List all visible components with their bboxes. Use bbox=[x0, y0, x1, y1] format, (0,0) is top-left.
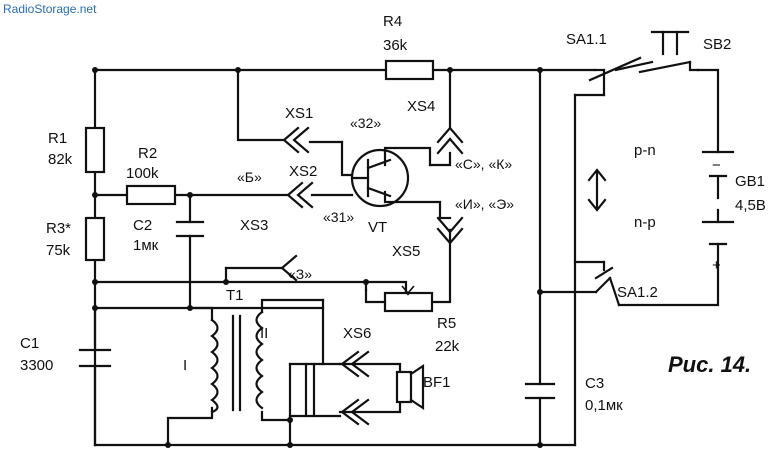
xs2-ref: XS2 bbox=[289, 163, 317, 180]
c3-value: 0,1мк bbox=[585, 397, 623, 414]
xs4-jack bbox=[428, 126, 464, 167]
c1-ref: C1 bbox=[20, 335, 39, 352]
sb2-ref: SB2 bbox=[703, 36, 731, 53]
xs5-jack bbox=[436, 216, 464, 245]
gb1-battery bbox=[701, 150, 735, 267]
r2-value: 100k bbox=[126, 165, 159, 182]
r2-resistor bbox=[125, 184, 177, 206]
polarity-lower: n-p bbox=[634, 214, 656, 231]
r4-value: 36k bbox=[383, 37, 408, 54]
bf1-ref: BF1 bbox=[423, 374, 451, 391]
sb2-button bbox=[638, 30, 700, 74]
polarity-arrow bbox=[587, 168, 607, 212]
c2-capacitor bbox=[175, 220, 205, 238]
sa1-1-switch bbox=[588, 56, 642, 97]
xs3-ref: XS3 bbox=[240, 217, 268, 234]
r1-value: 82k bbox=[48, 151, 73, 168]
xs2-jack bbox=[286, 181, 354, 209]
xs3-mark: «З» bbox=[288, 266, 312, 282]
gb1-value: 4,5В bbox=[735, 197, 766, 214]
vt-transistor bbox=[350, 148, 410, 208]
figure-caption: Рис. 14. bbox=[668, 352, 751, 377]
c3-capacitor bbox=[524, 382, 556, 400]
r3-ref: R3* bbox=[46, 220, 71, 237]
sa1-1-ref: SA1.1 bbox=[566, 31, 607, 48]
watermark: RadioStorage.net bbox=[3, 2, 97, 16]
xs2-mark: «31» bbox=[323, 209, 354, 225]
xs1-mark: «32» bbox=[350, 115, 381, 131]
xs4-mark: «С», «К» bbox=[455, 156, 512, 172]
xs4-ref: XS4 bbox=[407, 98, 435, 115]
c2-ref: C2 bbox=[133, 217, 152, 234]
xs6-ref: XS6 bbox=[343, 325, 371, 342]
t1-winding-1: I bbox=[183, 357, 187, 374]
c3-ref: C3 bbox=[585, 375, 604, 392]
coupling-bars bbox=[288, 362, 342, 422]
xs5-ref: XS5 bbox=[392, 243, 420, 260]
xs2-pin: «Б» bbox=[237, 169, 262, 185]
c1-capacitor bbox=[78, 348, 112, 368]
gb1-ref: GB1 bbox=[735, 173, 765, 190]
c2-value: 1мк bbox=[133, 237, 159, 254]
r1-ref: R1 bbox=[48, 130, 67, 147]
sa1-2-ref: SA1.2 bbox=[617, 284, 658, 301]
r5-lead bbox=[364, 288, 387, 304]
xs1-ref: XS1 bbox=[285, 105, 313, 122]
gb1-plus: + bbox=[712, 257, 721, 274]
xs6-jack bbox=[338, 350, 402, 426]
r4-resistor bbox=[384, 59, 435, 81]
junction-dots bbox=[92, 67, 543, 448]
r5-potentiometer bbox=[383, 285, 434, 313]
r5-value: 22k bbox=[435, 338, 460, 355]
polarity-upper: p-n bbox=[634, 142, 656, 159]
c1-value: 3300 bbox=[20, 357, 53, 374]
r1-resistor bbox=[84, 126, 106, 174]
sa1-2-switch bbox=[594, 260, 621, 307]
bf1-headphone bbox=[395, 363, 425, 411]
vt-ref: VT bbox=[368, 219, 387, 236]
t1-ref: T1 bbox=[226, 287, 244, 304]
xs1-jack bbox=[282, 126, 310, 154]
r3-resistor bbox=[84, 216, 106, 262]
xs3-jack bbox=[280, 254, 298, 282]
wires bbox=[93, 60, 720, 447]
t1-winding-2: II bbox=[260, 325, 268, 342]
xs5-mark: «И», «Э» bbox=[455, 196, 514, 212]
r2-ref: R2 bbox=[138, 145, 157, 162]
r3-value: 75k bbox=[46, 242, 71, 259]
t1-transformer bbox=[210, 310, 264, 414]
r5-ref: R5 bbox=[437, 315, 456, 332]
gb1-minus: − bbox=[712, 157, 721, 174]
r4-ref: R4 bbox=[383, 13, 402, 30]
